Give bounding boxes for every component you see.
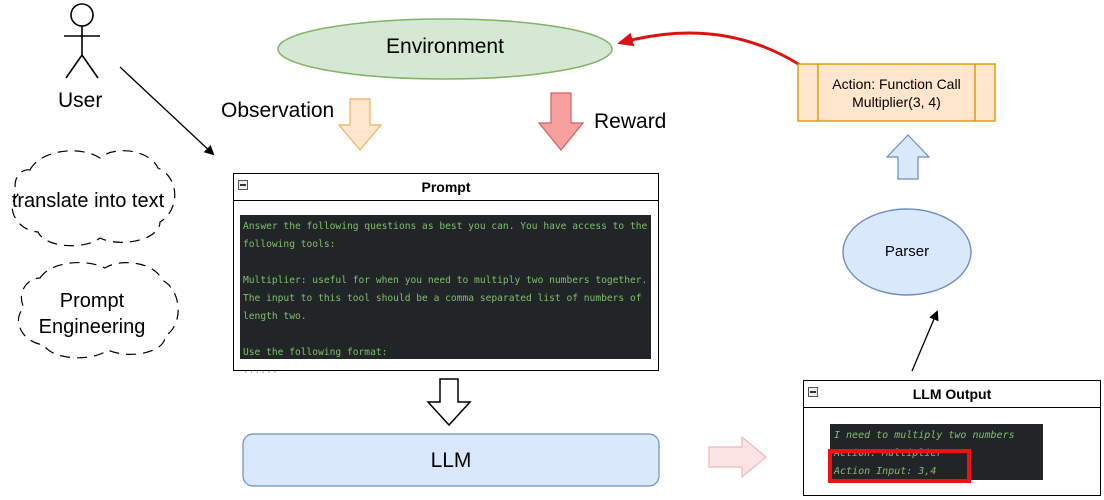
translate-cloud-shape <box>11 150 176 247</box>
action-line-2: Multiplier(3, 4) <box>852 93 941 110</box>
action-highlight-box <box>828 449 971 483</box>
prompt-line: length two. <box>243 311 307 322</box>
prompt-engineering-cloud-shape <box>17 261 179 359</box>
user-label: User <box>58 89 103 112</box>
action-box[interactable] <box>797 63 996 122</box>
output-line: I need to multiply two numbers <box>834 430 1015 441</box>
reward-label: Reward <box>594 110 667 133</box>
translate-cloud-label: translate into text <box>11 190 165 212</box>
prompt-panel-title: Prompt <box>421 179 471 195</box>
environment-node[interactable] <box>277 18 613 80</box>
prompt-line: ...... <box>243 365 278 376</box>
output-line: Action: Multiplier <box>834 448 943 459</box>
prompt-engineering-line-1: Prompt <box>59 290 125 312</box>
prompt-to-llm-arrow <box>426 378 472 427</box>
llm-output-panel: LLM Output I need to multiply two number… <box>803 380 1101 496</box>
llm-output-collapse-button[interactable] <box>808 387 818 397</box>
prompt-collapse-button[interactable] <box>238 180 248 190</box>
observation-label: Observation <box>221 99 335 122</box>
output-line: Action Input: 3,4 <box>834 466 937 477</box>
prompt-panel: Prompt Answer the following questions as… <box>233 173 659 376</box>
prompt-line: Use the following format: <box>243 347 388 358</box>
prompt-line: following tools: <box>243 239 336 250</box>
action-line-1: Action: Function Call <box>832 75 961 92</box>
parser-node[interactable] <box>842 208 972 296</box>
llm-to-output-arrow <box>708 435 767 479</box>
action-to-environment-arrow <box>617 31 801 67</box>
prompt-line: Answer the following questions as best y… <box>243 221 648 232</box>
llm-output-panel-title: LLM Output <box>912 386 992 402</box>
parser-label: Parser <box>884 243 930 260</box>
environment-label: Environment <box>386 35 504 58</box>
action-box-text: Action: Function Call Multiplier(3, 4) <box>818 66 975 119</box>
prompt-line <box>243 254 651 272</box>
prompt-line: The input to this tool should be a comma… <box>243 293 642 304</box>
prompt-line: Multiplier: useful for when you need to … <box>243 275 648 286</box>
prompt-line <box>243 326 651 344</box>
reward-arrow <box>537 92 585 151</box>
output-to-parser-arrow <box>911 310 939 372</box>
llm-node[interactable] <box>242 433 660 487</box>
user-to-prompt-arrow <box>119 66 215 156</box>
prompt-engineering-cloud-label: Prompt Engineering <box>10 288 174 340</box>
llm-label: LLM <box>430 449 472 472</box>
prompt-code-block: Answer the following questions as best y… <box>240 215 651 376</box>
parser-to-action-arrow <box>885 134 931 180</box>
prompt-engineering-line-2: Engineering <box>38 316 146 338</box>
user-actor-icon <box>64 3 100 79</box>
observation-arrow <box>337 98 383 151</box>
